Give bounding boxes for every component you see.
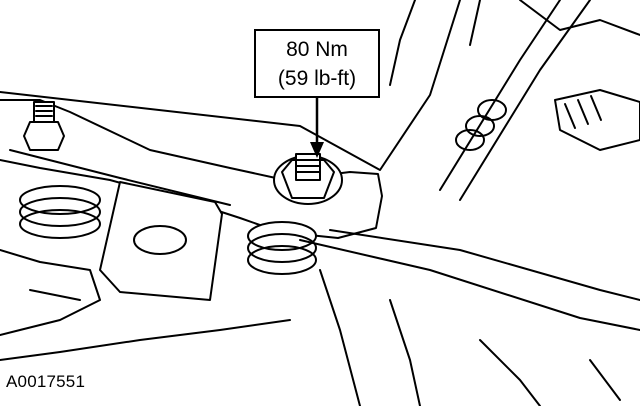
torque-metric: 80 Nm <box>286 37 348 61</box>
upper-frame <box>0 0 640 171</box>
figure-id: A0017551 <box>6 372 86 391</box>
rods <box>439 0 640 201</box>
left-bolt <box>23 101 65 151</box>
control-arm <box>299 229 640 331</box>
center-bolt <box>273 153 343 205</box>
left-bushing <box>19 185 101 239</box>
lower-plate <box>99 181 223 301</box>
torque-callout: 80 Nm (59 lb-ft) <box>254 29 380 98</box>
torque-imperial: (59 lb-ft) <box>277 66 357 90</box>
leader-arrow <box>310 95 324 158</box>
right-bushing <box>247 221 317 275</box>
lower-frame <box>0 249 621 406</box>
